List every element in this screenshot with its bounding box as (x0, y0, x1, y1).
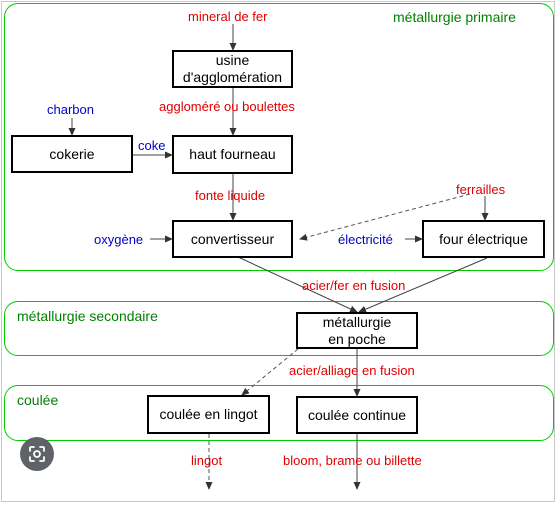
lens-search-button[interactable] (20, 437, 54, 471)
arrow-converter-to-ladle (237, 256, 358, 313)
box-blast-furnace: haut fourneau (172, 135, 293, 174)
label-coal: charbon (47, 102, 94, 117)
label-agglomerate: aggloméré ou boulettes (159, 99, 295, 114)
zone-label-secondary: métallurgie secondaire (17, 308, 158, 324)
lens-icon (29, 446, 45, 462)
box-coke-oven: cokerie (11, 135, 133, 173)
arrow-furnace-to-ladle (358, 257, 488, 313)
label-oxygen: oxygène (94, 232, 144, 247)
arrow-ladle-to-ingot (241, 348, 299, 396)
box-ladle-line1: métallurgie (322, 313, 392, 330)
label-hot-metal: fonte liquide (195, 188, 266, 203)
box-ladle-line2: en poche (328, 330, 386, 347)
zone-primary-metallurgy (4, 3, 554, 271)
zone-casting (4, 385, 554, 441)
box-ladle-metallurgy: métallurgie en poche (296, 312, 418, 349)
label-scrap: ferrailles (456, 182, 506, 197)
box-sinter-plant-line2: d'agglomération (182, 69, 283, 85)
box-ingot-casting: coulée en lingot (147, 395, 270, 434)
box-sinter-plant: usine d'agglomération (172, 50, 293, 88)
label-ingot: lingot (191, 453, 223, 468)
label-molten-steel: acier/fer en fusion (302, 278, 406, 293)
label-electricity: électricité (338, 232, 393, 247)
zone-label-primary: métallurgie primaire (393, 9, 516, 25)
zone-secondary-metallurgy (4, 301, 554, 356)
box-continuous-casting: coulée continue (296, 396, 418, 434)
arrow-scrap-to-converter (299, 193, 471, 241)
box-sinter-plant-line1: usine (215, 52, 250, 68)
label-molten-alloy: acier/alliage en fusion (289, 363, 415, 378)
label-coke: coke (138, 138, 166, 153)
zone-label-casting: coulée (17, 392, 59, 408)
box-converter: convertisseur (172, 220, 293, 258)
label-products: bloom, brame ou billette (283, 453, 422, 468)
box-electric-furnace: four électrique (422, 220, 545, 258)
label-iron-ore: mineral de fer (188, 9, 268, 24)
